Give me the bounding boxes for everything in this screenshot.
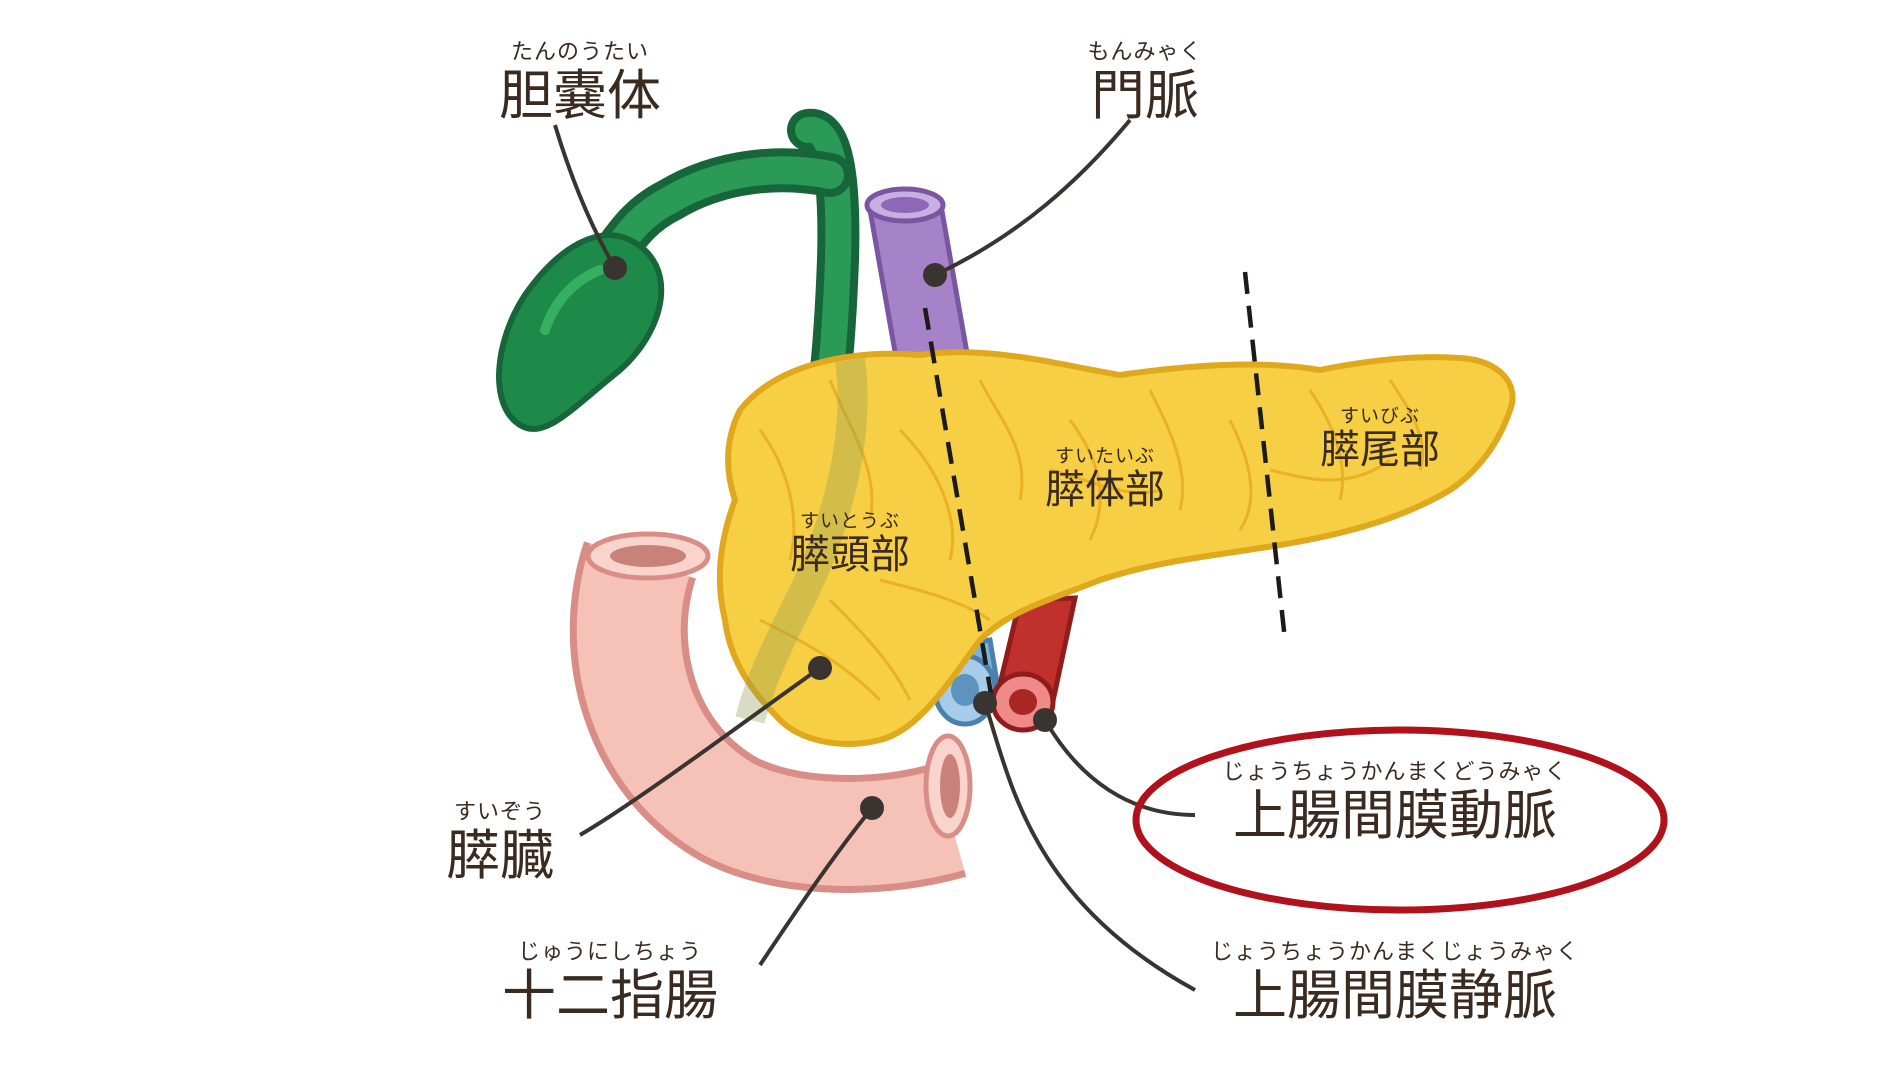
text-gallbladder: 胆嚢体 bbox=[499, 64, 661, 127]
portal-vein-shape bbox=[864, 186, 973, 383]
ruby-pancreas-tail: すいびぶ bbox=[1339, 405, 1420, 427]
label-gallbladder: たんのうたい 胆嚢体 bbox=[460, 40, 700, 126]
ruby-pancreas: すいぞう bbox=[453, 800, 546, 825]
label-duodenum: じゅうにしちょう 十二指腸 bbox=[480, 940, 740, 1026]
text-pancreas-head: 膵頭部 bbox=[790, 532, 910, 578]
divider-body-tail bbox=[1242, 271, 1288, 641]
label-pancreas: すいぞう 膵臓 bbox=[430, 800, 570, 886]
label-sma: じょうちょうかんまくどうみゃく 上腸間膜動脈 bbox=[1195, 760, 1595, 846]
text-portal-vein: 門脈 bbox=[1091, 64, 1199, 127]
label-smv: じょうちょうかんまくじょうみゃく 上腸間膜静脈 bbox=[1195, 940, 1595, 1026]
ruby-sma: じょうちょうかんまくどうみゃく bbox=[1222, 760, 1568, 785]
text-pancreas-body: 膵体部 bbox=[1045, 467, 1165, 513]
text-sma: 上腸間膜動脈 bbox=[1233, 784, 1557, 847]
ruby-duodenum: じゅうにしちょう bbox=[517, 940, 702, 965]
label-pancreas-tail: すいびぶ 膵尾部 bbox=[1300, 405, 1460, 473]
duodenum-shape bbox=[569, 531, 973, 893]
text-pancreas: 膵臓 bbox=[446, 824, 554, 887]
ruby-pancreas-body: すいたいぶ bbox=[1054, 445, 1155, 467]
gallbladder-shape bbox=[496, 148, 852, 432]
pancreas-shape bbox=[716, 349, 1516, 747]
label-pancreas-body: すいたいぶ 膵体部 bbox=[1025, 445, 1185, 513]
ruby-gallbladder: たんのうたい bbox=[510, 40, 649, 65]
label-pancreas-head: すいとうぶ 膵頭部 bbox=[770, 510, 930, 578]
sma-highlight-ring bbox=[1132, 726, 1668, 914]
text-smv: 上腸間膜静脈 bbox=[1233, 964, 1557, 1027]
label-portal-vein: もんみゃく 門脈 bbox=[1060, 40, 1230, 126]
ruby-pancreas-head: すいとうぶ bbox=[799, 510, 900, 532]
text-duodenum: 十二指腸 bbox=[502, 964, 718, 1027]
leader-lines bbox=[553, 118, 1196, 992]
ruby-portal-vein: もんみゃく bbox=[1087, 40, 1203, 65]
ruby-smv: じょうちょうかんまくじょうみゃく bbox=[1210, 940, 1579, 965]
leader-dots bbox=[603, 256, 1057, 820]
text-pancreas-tail: 膵尾部 bbox=[1320, 427, 1440, 473]
